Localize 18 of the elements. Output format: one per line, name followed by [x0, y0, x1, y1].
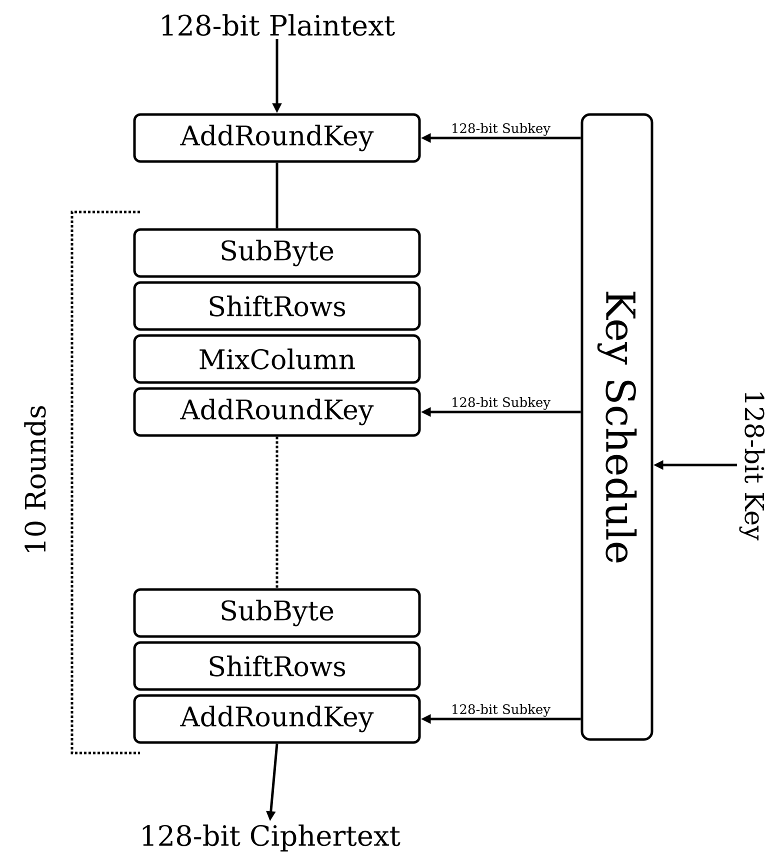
process-box: AddRoundKey: [133, 694, 421, 744]
process-box: MixColumn: [133, 334, 421, 384]
process-box: SubByte: [133, 588, 421, 638]
process-box: ShiftRows: [133, 641, 421, 691]
io-label: 128-bit Ciphertext: [142, 824, 400, 852]
process-box: SubByte: [133, 228, 421, 278]
edge-label: 128-bit Subkey: [452, 397, 550, 410]
process-box: ShiftRows: [133, 281, 421, 331]
input-label: 128-bit Key: [739, 392, 765, 540]
edge-label: 128-bit Subkey: [452, 123, 550, 136]
edge-label: 128-bit Subkey: [452, 704, 550, 717]
process-box: AddRoundKey: [133, 113, 421, 163]
key-schedule-box: Key Schedule: [580, 113, 654, 741]
connector-line: [276, 162, 278, 228]
rotated-label: 10 Rounds: [24, 406, 46, 552]
io-label: 128-bit Plaintext: [162, 14, 395, 36]
dotted-line: [276, 436, 278, 588]
process-box: AddRoundKey: [133, 387, 421, 437]
